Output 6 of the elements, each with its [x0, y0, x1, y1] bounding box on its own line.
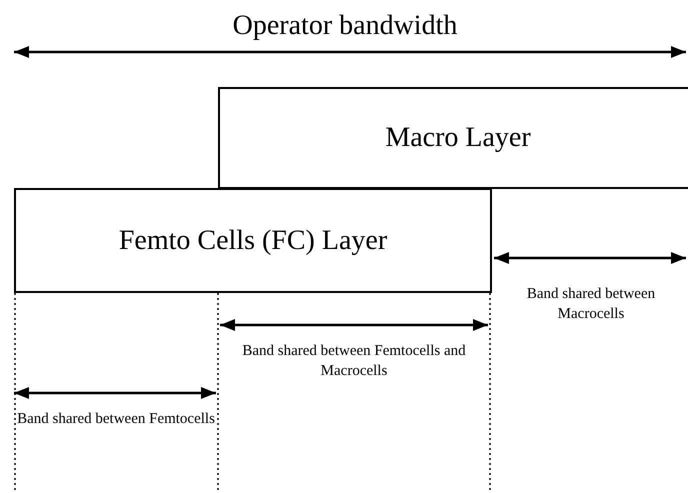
band-label: Band shared between Femtocells and Macrocells [241, 342, 467, 380]
layer-label: Femto Cells (FC) Layer [118, 224, 388, 256]
dimension-label: Operator bandwidth [232, 9, 458, 43]
band-label: Band shared between Macrocells [526, 285, 656, 324]
layer-label: Macro Layer [385, 122, 531, 154]
band-label: Band shared between Femtocells [16, 410, 216, 429]
